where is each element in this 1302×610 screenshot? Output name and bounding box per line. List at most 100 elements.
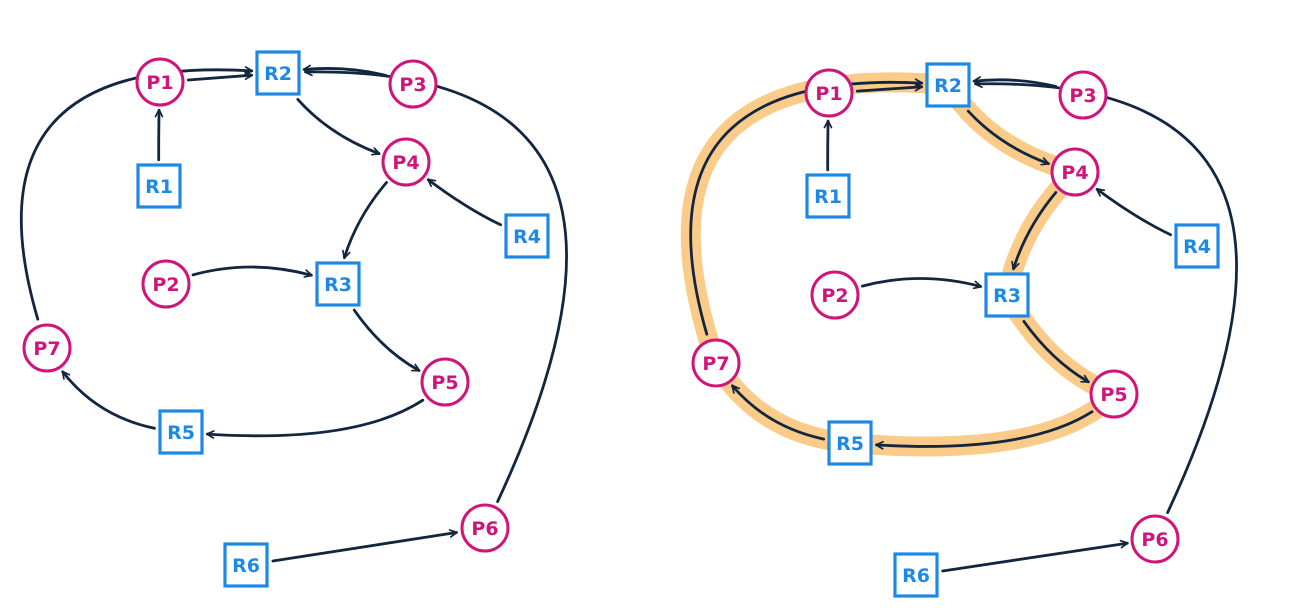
resource-node-r5: R5 bbox=[158, 409, 204, 455]
node-label: P7 bbox=[702, 353, 729, 375]
node-label: R2 bbox=[934, 75, 962, 97]
node-label: P7 bbox=[33, 338, 60, 360]
node-label: R5 bbox=[836, 433, 864, 455]
process-node-p7: P7 bbox=[22, 323, 72, 373]
edge-p5-to-r5 bbox=[875, 410, 1094, 450]
resource-square bbox=[158, 409, 204, 455]
edge-r3-to-p5 bbox=[352, 308, 421, 372]
node-label: P1 bbox=[146, 72, 173, 94]
process-node-p5: P5 bbox=[420, 357, 470, 407]
node-label: R6 bbox=[232, 555, 260, 577]
node-label: P1 bbox=[815, 83, 842, 105]
node-label: R4 bbox=[513, 226, 541, 248]
node-label: P2 bbox=[152, 274, 179, 296]
node-label: P6 bbox=[1141, 529, 1168, 551]
process-node-p4: P4 bbox=[381, 137, 431, 187]
node-label: P2 bbox=[821, 285, 848, 307]
process-circle bbox=[1089, 369, 1139, 419]
process-node-p3: P3 bbox=[388, 59, 438, 109]
edge-p4-to-r3 bbox=[342, 181, 388, 260]
node-label: P4 bbox=[1061, 162, 1088, 184]
edge-r5-to-p7 bbox=[731, 384, 826, 441]
process-node-p3: P3 bbox=[1058, 70, 1108, 120]
node-label: P5 bbox=[1100, 384, 1127, 406]
edge-p5-to-r5 bbox=[205, 398, 425, 439]
process-node-p1: P1 bbox=[135, 57, 185, 107]
process-circle bbox=[1130, 514, 1180, 564]
resource-node-r6: R6 bbox=[223, 542, 269, 588]
node-label: R4 bbox=[1183, 236, 1211, 258]
process-node-p5: P5 bbox=[1089, 369, 1139, 419]
edge-r4-to-p4 bbox=[1095, 187, 1172, 237]
node-label: R5 bbox=[167, 422, 195, 444]
resource-square bbox=[925, 62, 971, 108]
resource-square bbox=[893, 552, 939, 598]
node-label: R3 bbox=[324, 274, 352, 296]
node-label: P3 bbox=[1069, 85, 1096, 107]
process-circle bbox=[691, 338, 741, 388]
process-circle bbox=[1050, 147, 1100, 197]
resource-square bbox=[827, 420, 873, 466]
resource-node-r3: R3 bbox=[984, 272, 1030, 318]
edge-r6-to-p6 bbox=[941, 539, 1129, 573]
resource-square bbox=[223, 542, 269, 588]
edge-r5-to-p7 bbox=[61, 370, 156, 430]
resource-node-r4: R4 bbox=[1174, 223, 1220, 269]
resource-node-r2: R2 bbox=[925, 62, 971, 108]
resource-node-r6: R6 bbox=[893, 552, 939, 598]
resource-square bbox=[805, 173, 851, 219]
edge-p2-to-r3 bbox=[860, 277, 983, 290]
resource-node-r3: R3 bbox=[315, 261, 361, 307]
process-node-p6: P6 bbox=[1130, 514, 1180, 564]
resource-node-r4: R4 bbox=[504, 213, 550, 259]
resource-square bbox=[984, 272, 1030, 318]
node-label: R1 bbox=[145, 176, 173, 198]
node-label: R2 bbox=[264, 63, 292, 85]
resource-node-r5: R5 bbox=[827, 420, 873, 466]
edge-r2-to-p4 bbox=[296, 98, 381, 156]
node-label: R6 bbox=[902, 565, 930, 587]
process-circle bbox=[810, 270, 860, 320]
process-circle bbox=[388, 59, 438, 109]
resource-square bbox=[136, 163, 182, 209]
process-circle bbox=[381, 137, 431, 187]
process-circle bbox=[22, 323, 72, 373]
resource-square bbox=[315, 261, 361, 307]
edge-p1-to-r2 bbox=[856, 82, 924, 93]
edge-r6-to-p6 bbox=[271, 529, 458, 563]
edge-p4-to-r3 bbox=[1011, 191, 1058, 271]
resource-square bbox=[255, 50, 301, 96]
cycle-highlight-p7-r2 bbox=[680, 72, 958, 373]
node-label: R1 bbox=[814, 186, 842, 208]
process-node-p2: P2 bbox=[141, 259, 191, 309]
process-circle bbox=[135, 57, 185, 107]
edge-p2-to-r3 bbox=[191, 265, 313, 278]
process-node-p1: P1 bbox=[804, 68, 854, 118]
process-node-p6: P6 bbox=[460, 503, 510, 553]
process-circle bbox=[420, 357, 470, 407]
process-circle bbox=[804, 68, 854, 118]
node-label: R3 bbox=[993, 285, 1021, 307]
process-node-p2: P2 bbox=[810, 270, 860, 320]
node-label: P4 bbox=[392, 152, 419, 174]
process-circle bbox=[141, 259, 191, 309]
resource-node-r1: R1 bbox=[805, 173, 851, 219]
resource-node-r2: R2 bbox=[255, 50, 301, 96]
resource-square bbox=[504, 213, 550, 259]
process-circle bbox=[460, 503, 510, 553]
edge-r4-to-p4 bbox=[426, 178, 502, 227]
edge-r2-to-p4 bbox=[966, 109, 1050, 166]
resource-node-r1: R1 bbox=[136, 163, 182, 209]
node-label: P5 bbox=[431, 372, 458, 394]
edge-r3-to-p5 bbox=[1022, 320, 1090, 384]
node-label: P6 bbox=[471, 518, 498, 540]
edge-p1-to-r2 bbox=[186, 71, 254, 82]
process-circle bbox=[1058, 70, 1108, 120]
node-label: P3 bbox=[399, 74, 426, 96]
process-node-p7: P7 bbox=[691, 338, 741, 388]
resource-square bbox=[1174, 223, 1220, 269]
process-node-p4: P4 bbox=[1050, 147, 1100, 197]
